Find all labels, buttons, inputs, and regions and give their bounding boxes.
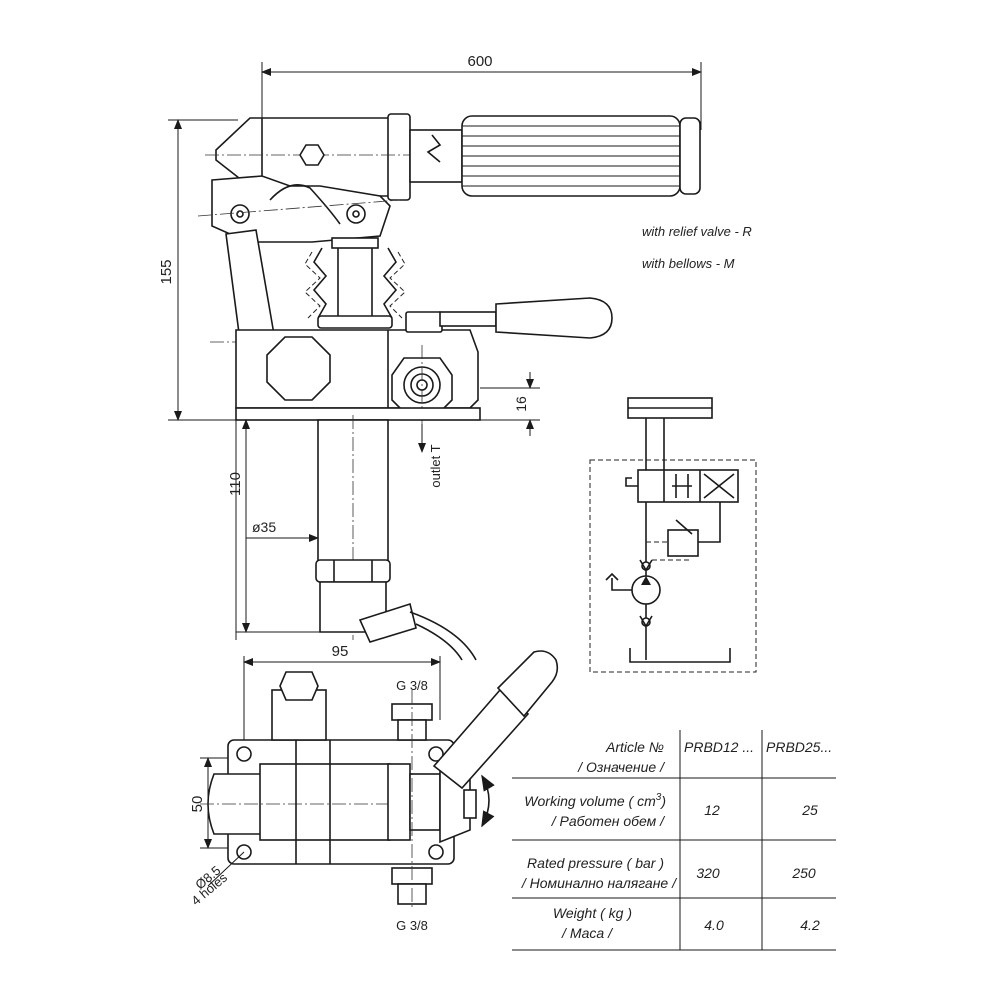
row-working-volume-v1: 12 [704,802,720,818]
row-working-volume-label-bg: / Работен обем / [551,813,666,829]
hydraulic-schematic [589,397,757,673]
dim-tube-diameter-label: ø35 [252,519,276,535]
port-bottom-label: G 3/8 [396,918,428,933]
side-view: 600 155 [158,53,702,661]
dim-height-label: 155 [158,259,175,284]
table-header-model-1: PRBD12 ... [684,739,754,755]
dim-flange-label: 50 [189,796,206,813]
dim-suction-label: 110 [227,472,244,496]
row-rated-pressure-v1: 320 [696,865,720,881]
grip-ribs [462,125,680,187]
dim-width-label: 600 [467,53,492,70]
port-top-label: G 3/8 [396,678,428,693]
spec-table: Article № / Означение / PRBD12 ... PRBD2… [512,730,836,951]
row-weight-label: Weight ( kg ) [553,905,632,921]
dim-base-label: 16 [513,396,529,412]
table-header-article: Article № [605,739,664,755]
outlet-label: outlet T [428,444,443,487]
row-weight-v2: 4.2 [800,917,820,933]
row-working-volume-v2: 25 [801,802,818,818]
note-relief-valve: with relief valve - R [642,224,752,239]
table-header-model-2: PRBD25... [766,739,832,755]
plan-view: 95 50 G 3/8 G 3/ [188,643,559,933]
row-weight-v1: 4.0 [704,917,724,933]
table-header-article-bg: / Означение / [577,759,666,775]
row-working-volume-label: Working volume ( cm3) [524,792,666,809]
dim-mount-label: 95 [332,643,349,660]
row-rated-pressure-label: Rated pressure ( bar ) [527,855,664,871]
note-bellows: with bellows - M [642,256,735,271]
row-rated-pressure-v2: 250 [791,865,816,881]
row-weight-label-bg: / Маса / [561,925,614,941]
row-rated-pressure-label-bg: / Номинално налягане / [521,875,678,891]
